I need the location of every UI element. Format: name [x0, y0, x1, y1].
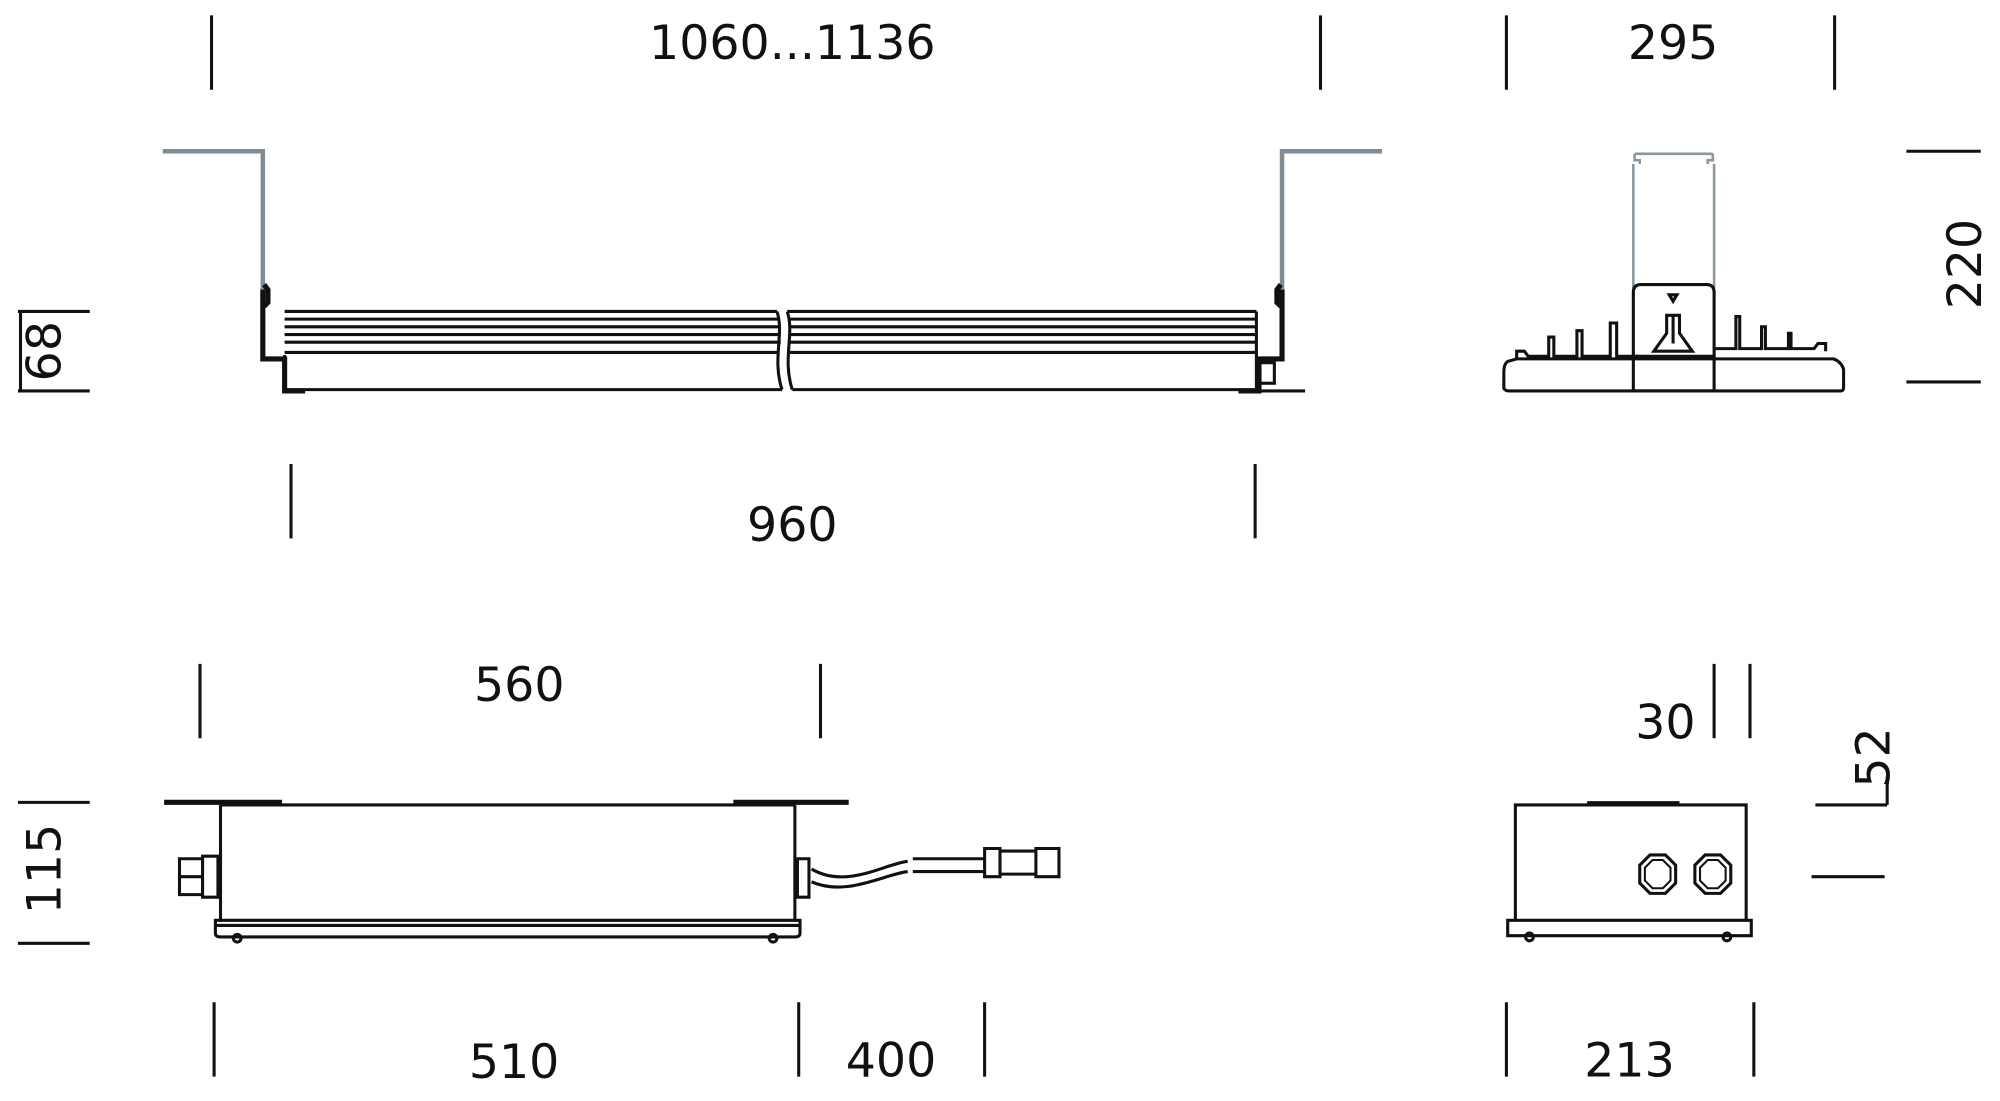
dim-driver-height: 115: [17, 824, 72, 914]
luminaire-side-view: [162, 149, 1383, 394]
luminaire-cross-section: [1502, 152, 1846, 393]
dim-driver-bracket-length: 560: [474, 658, 564, 713]
dim-gland-offset: 30: [1635, 695, 1695, 750]
dim-driver-width: 213: [1584, 1034, 1674, 1089]
dim-driver-length: 510: [469, 1035, 559, 1090]
dim-mounting-length: 1060...1136: [649, 16, 936, 71]
dim-cable-length: 400: [846, 1034, 936, 1089]
dimension-lines: [17, 15, 1981, 1077]
dim-gland-height: 52: [1847, 727, 1902, 787]
driver-side-view: [164, 799, 1061, 944]
dim-luminaire-total-height: 220: [1938, 219, 1993, 309]
driver-end-view: [1506, 801, 1753, 943]
dim-luminaire-width: 295: [1628, 16, 1718, 71]
dim-luminaire-length: 960: [747, 498, 837, 553]
dim-luminaire-body-height: 68: [17, 321, 72, 381]
